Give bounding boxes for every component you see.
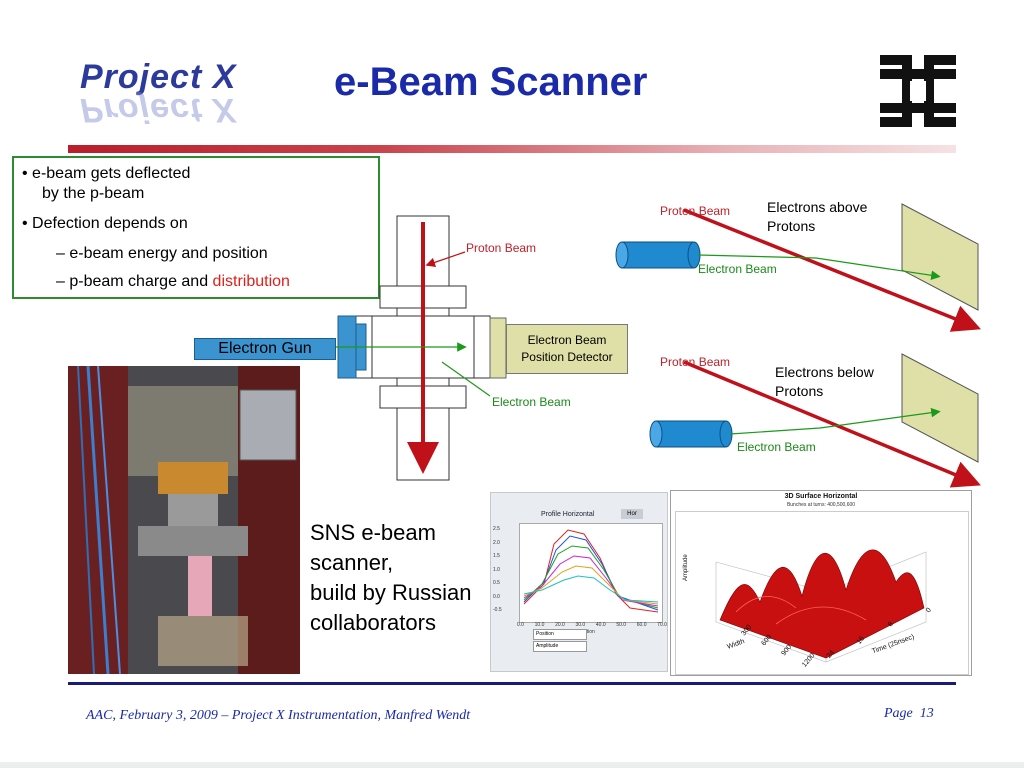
bottom-strip <box>0 762 1024 768</box>
profile-plot-area <box>519 523 663 623</box>
sub-bullet-1: – e-beam energy and position <box>56 245 268 262</box>
top-caption-line1: Electrons above <box>767 199 868 215</box>
profile-plot-title: Profile Horizontal <box>541 511 595 518</box>
bottom-electron-beam <box>729 407 941 435</box>
bottom-proton-label: Proton Beam <box>660 355 731 369</box>
electron-beam-label: Electron Beam <box>492 395 571 409</box>
page-value: 13 <box>919 706 934 721</box>
page-title: e-Beam Scanner <box>334 60 648 104</box>
scanner-photo-drawing <box>68 366 300 674</box>
detector-line1: Electron Beam <box>527 333 607 347</box>
y-tick: 2.0 <box>493 539 500 546</box>
sub-bullet-2-text: p-beam charge and <box>69 273 213 290</box>
sub-bullet-2: – p-beam charge and distribution <box>56 273 290 290</box>
fermilab-logo-icon <box>880 55 956 127</box>
x-tick: 50.0 <box>616 622 627 628</box>
bullet-2-text: Defection depends on <box>32 215 188 232</box>
bullet-1-line1: e-beam gets deflected <box>32 165 191 182</box>
footer-divider <box>68 682 956 685</box>
x-tick: 10.0 <box>534 622 545 628</box>
detector-box: Electron Beam Position Detector <box>506 324 628 374</box>
sns-line1: SNS e-beam <box>310 520 436 545</box>
surface-drawing <box>715 549 927 663</box>
x-tick: 70.0 <box>657 622 667 628</box>
bottom-proton-beam <box>683 360 981 488</box>
project-x-logo-reflection: Project X <box>80 91 237 129</box>
surface-plot-area <box>675 511 969 675</box>
page-label: Page <box>884 706 913 721</box>
top-gun <box>621 241 695 269</box>
project-x-logo: Project X <box>80 58 237 96</box>
surface-z-axis: Amplitude <box>683 554 689 581</box>
profile-y-ticks: 2.5 2.0 1.5 1.0 0.5 0.0 -0.5 <box>493 523 502 618</box>
y-tick: 1.0 <box>493 566 500 573</box>
y-tick: -0.5 <box>493 607 502 613</box>
surface-plot-screenshot: 3D Surface Horizontal Bunches at turns: … <box>670 490 972 676</box>
y-tick: 0.0 <box>493 593 500 600</box>
bullet-1-line2: by the p-beam <box>42 185 145 202</box>
bullet-1: • e-beam gets deflected <box>22 165 191 182</box>
electron-gun-label: Electron Gun <box>194 338 336 360</box>
bottom-caption-line2: Protons <box>775 383 824 399</box>
y-tick: 0.5 <box>493 580 500 586</box>
bottom-screen <box>901 353 979 463</box>
top-screen <box>901 203 979 311</box>
header-divider <box>68 145 956 153</box>
sub-bullet-2-highlight: distribution <box>212 273 290 290</box>
bullet-2: • Defection depends on <box>22 215 188 232</box>
page-number: Page 13 <box>884 706 934 722</box>
bottom-gun <box>655 420 727 448</box>
bottom-caption: Electrons below Protons <box>775 363 874 401</box>
top-caption-line2: Protons <box>767 218 816 234</box>
top-caption: Electrons above Protons <box>767 198 867 236</box>
profile-curves <box>523 529 659 613</box>
beam-scanner-diagram <box>330 215 507 481</box>
x-tick: 40.0 <box>595 622 606 628</box>
bullet-box <box>12 156 380 299</box>
top-proton-beam <box>683 208 981 332</box>
proton-beam-label: Proton Beam <box>466 241 537 255</box>
y-tick: 2.5 <box>493 526 500 532</box>
detector-line2: Position Detector <box>521 350 613 364</box>
y-tick: 1.5 <box>493 553 500 559</box>
deflection-diagrams <box>615 203 981 488</box>
bottom-electron-label: Electron Beam <box>737 440 816 454</box>
sns-line3: build by Russian <box>310 580 472 605</box>
detector-body <box>489 317 507 379</box>
sns-line4: collaborators <box>310 610 436 635</box>
footer-text: AAC, February 3, 2009 – Project X Instru… <box>86 708 471 723</box>
x-tick: 0.0 <box>517 622 524 628</box>
surface-subtitle: Bunches at turns: 400,500,600 <box>786 502 856 508</box>
x-tick: 60.0 <box>636 622 647 628</box>
top-electron-label: Electron Beam <box>698 262 777 276</box>
top-electron-beam <box>697 254 941 281</box>
profile-plot-screenshot: Profile Horizontal Hor 2.5 2.0 1.5 1.0 0… <box>490 492 668 672</box>
profile-x-ticks: 0.0 10.0 20.0 30.0 40.0 50.0 60.0 70.0 <box>517 622 667 628</box>
surface-title: 3D Surface Horizontal <box>784 493 858 500</box>
profile-tab-hor: Hor <box>621 509 643 519</box>
sns-caption: SNS e-beam scanner, build by Russian col… <box>310 518 471 638</box>
legend-amplitude: Amplitude <box>533 641 587 652</box>
x-tick: 30.0 <box>575 622 586 628</box>
legend-position: Position <box>533 629 587 640</box>
scanner-photo <box>68 366 300 674</box>
sub-bullet-1-text: e-beam energy and position <box>69 245 268 262</box>
bottom-caption-line1: Electrons below <box>775 364 874 380</box>
sns-line2: scanner, <box>310 550 394 575</box>
x-tick: 20.0 <box>555 622 565 628</box>
top-proton-label: Proton Beam <box>660 204 731 218</box>
